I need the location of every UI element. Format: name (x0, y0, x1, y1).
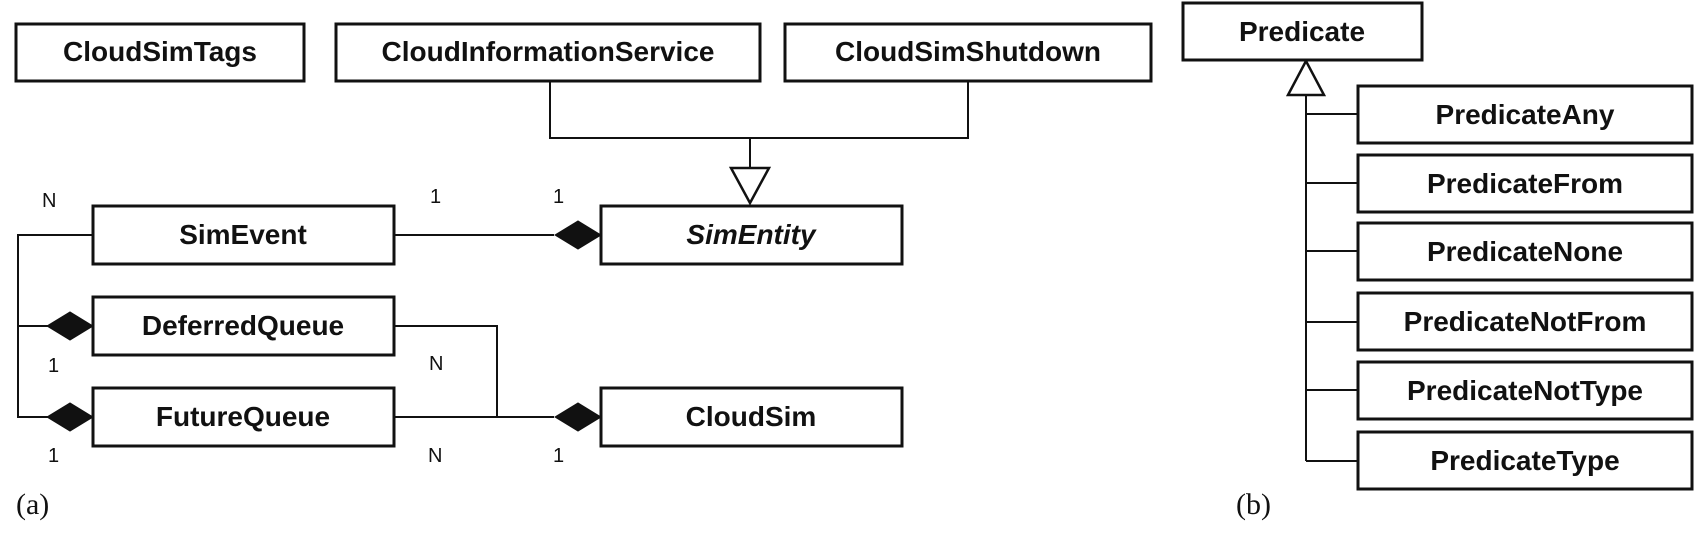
futurequeue-composition-diamond (46, 402, 94, 432)
multiplicity-deferredqueue-n: N (429, 353, 443, 375)
class-predicate-any: PredicateAny (1356, 84, 1694, 145)
class-sim-event-label: SimEvent (179, 219, 307, 250)
class-predicate-type: PredicateType (1356, 430, 1694, 491)
class-sim-event: SimEvent (91, 204, 396, 266)
class-cloud-information-service-label: CloudInformationService (382, 36, 715, 67)
class-predicate-not-from: PredicateNotFrom (1356, 291, 1694, 352)
generalization-bus (549, 82, 969, 139)
class-future-queue-label: FutureQueue (156, 401, 330, 432)
deferredqueue-cloudsim-link (394, 325, 498, 417)
multiplicity-cloudsim-1: 1 (553, 445, 564, 467)
simentity-generalization-triangle (728, 166, 772, 206)
simentity-composition-diamond (554, 220, 602, 250)
class-cloudsim: CloudSim (599, 386, 904, 448)
deferredqueue-composition-diamond (46, 311, 94, 341)
class-predicate-from-label: PredicateFrom (1427, 168, 1623, 199)
multiplicity-simevent-n: N (42, 190, 56, 212)
inheritance-lines (1305, 95, 1358, 462)
class-cloudsim-tags-label: CloudSimTags (63, 36, 257, 67)
class-cloudsim-shutdown: CloudSimShutdown (783, 22, 1153, 83)
class-predicate-not-from-label: PredicateNotFrom (1404, 306, 1647, 337)
multiplicity-simevent-1: 1 (430, 186, 441, 208)
class-predicate-from: PredicateFrom (1356, 153, 1694, 214)
cloudsim-composition-diamond (554, 402, 602, 432)
class-cloudsim-tags: CloudSimTags (14, 22, 306, 83)
class-predicate-not-type-label: PredicateNotType (1407, 375, 1643, 406)
class-predicate: Predicate (1181, 1, 1424, 62)
class-cloudsim-label: CloudSim (686, 401, 817, 432)
predicate-generalization-triangle (1285, 58, 1327, 97)
panel-a-label: (a) (16, 488, 49, 521)
class-sim-entity: SimEntity (599, 204, 904, 266)
class-cloud-information-service: CloudInformationService (334, 22, 762, 83)
connector-lines (17, 82, 969, 418)
class-predicate-type-label: PredicateType (1430, 445, 1619, 476)
multiplicity-futurequeue-n: N (428, 445, 442, 467)
class-future-queue: FutureQueue (91, 386, 396, 448)
class-deferred-queue-label: DeferredQueue (142, 310, 344, 341)
class-cloudsim-shutdown-label: CloudSimShutdown (835, 36, 1101, 67)
multiplicity-simentity-1: 1 (553, 186, 564, 208)
multiplicity-deferredqueue-1: 1 (48, 355, 59, 377)
class-predicate-none-label: PredicateNone (1427, 236, 1623, 267)
class-deferred-queue: DeferredQueue (91, 295, 396, 357)
panel-b: Predicate PredicateAny PredicateFrom Pre… (1181, 1, 1694, 521)
class-predicate-label: Predicate (1239, 16, 1365, 47)
panel-b-label: (b) (1236, 488, 1271, 521)
class-sim-entity-label: SimEntity (686, 219, 817, 250)
class-predicate-any-label: PredicateAny (1436, 99, 1615, 130)
class-predicate-not-type: PredicateNotType (1356, 360, 1694, 421)
multiplicity-futurequeue-1: 1 (48, 445, 59, 467)
class-predicate-none: PredicateNone (1356, 221, 1694, 282)
panel-a: CloudSimTags CloudInformationService Clo… (14, 22, 1153, 521)
